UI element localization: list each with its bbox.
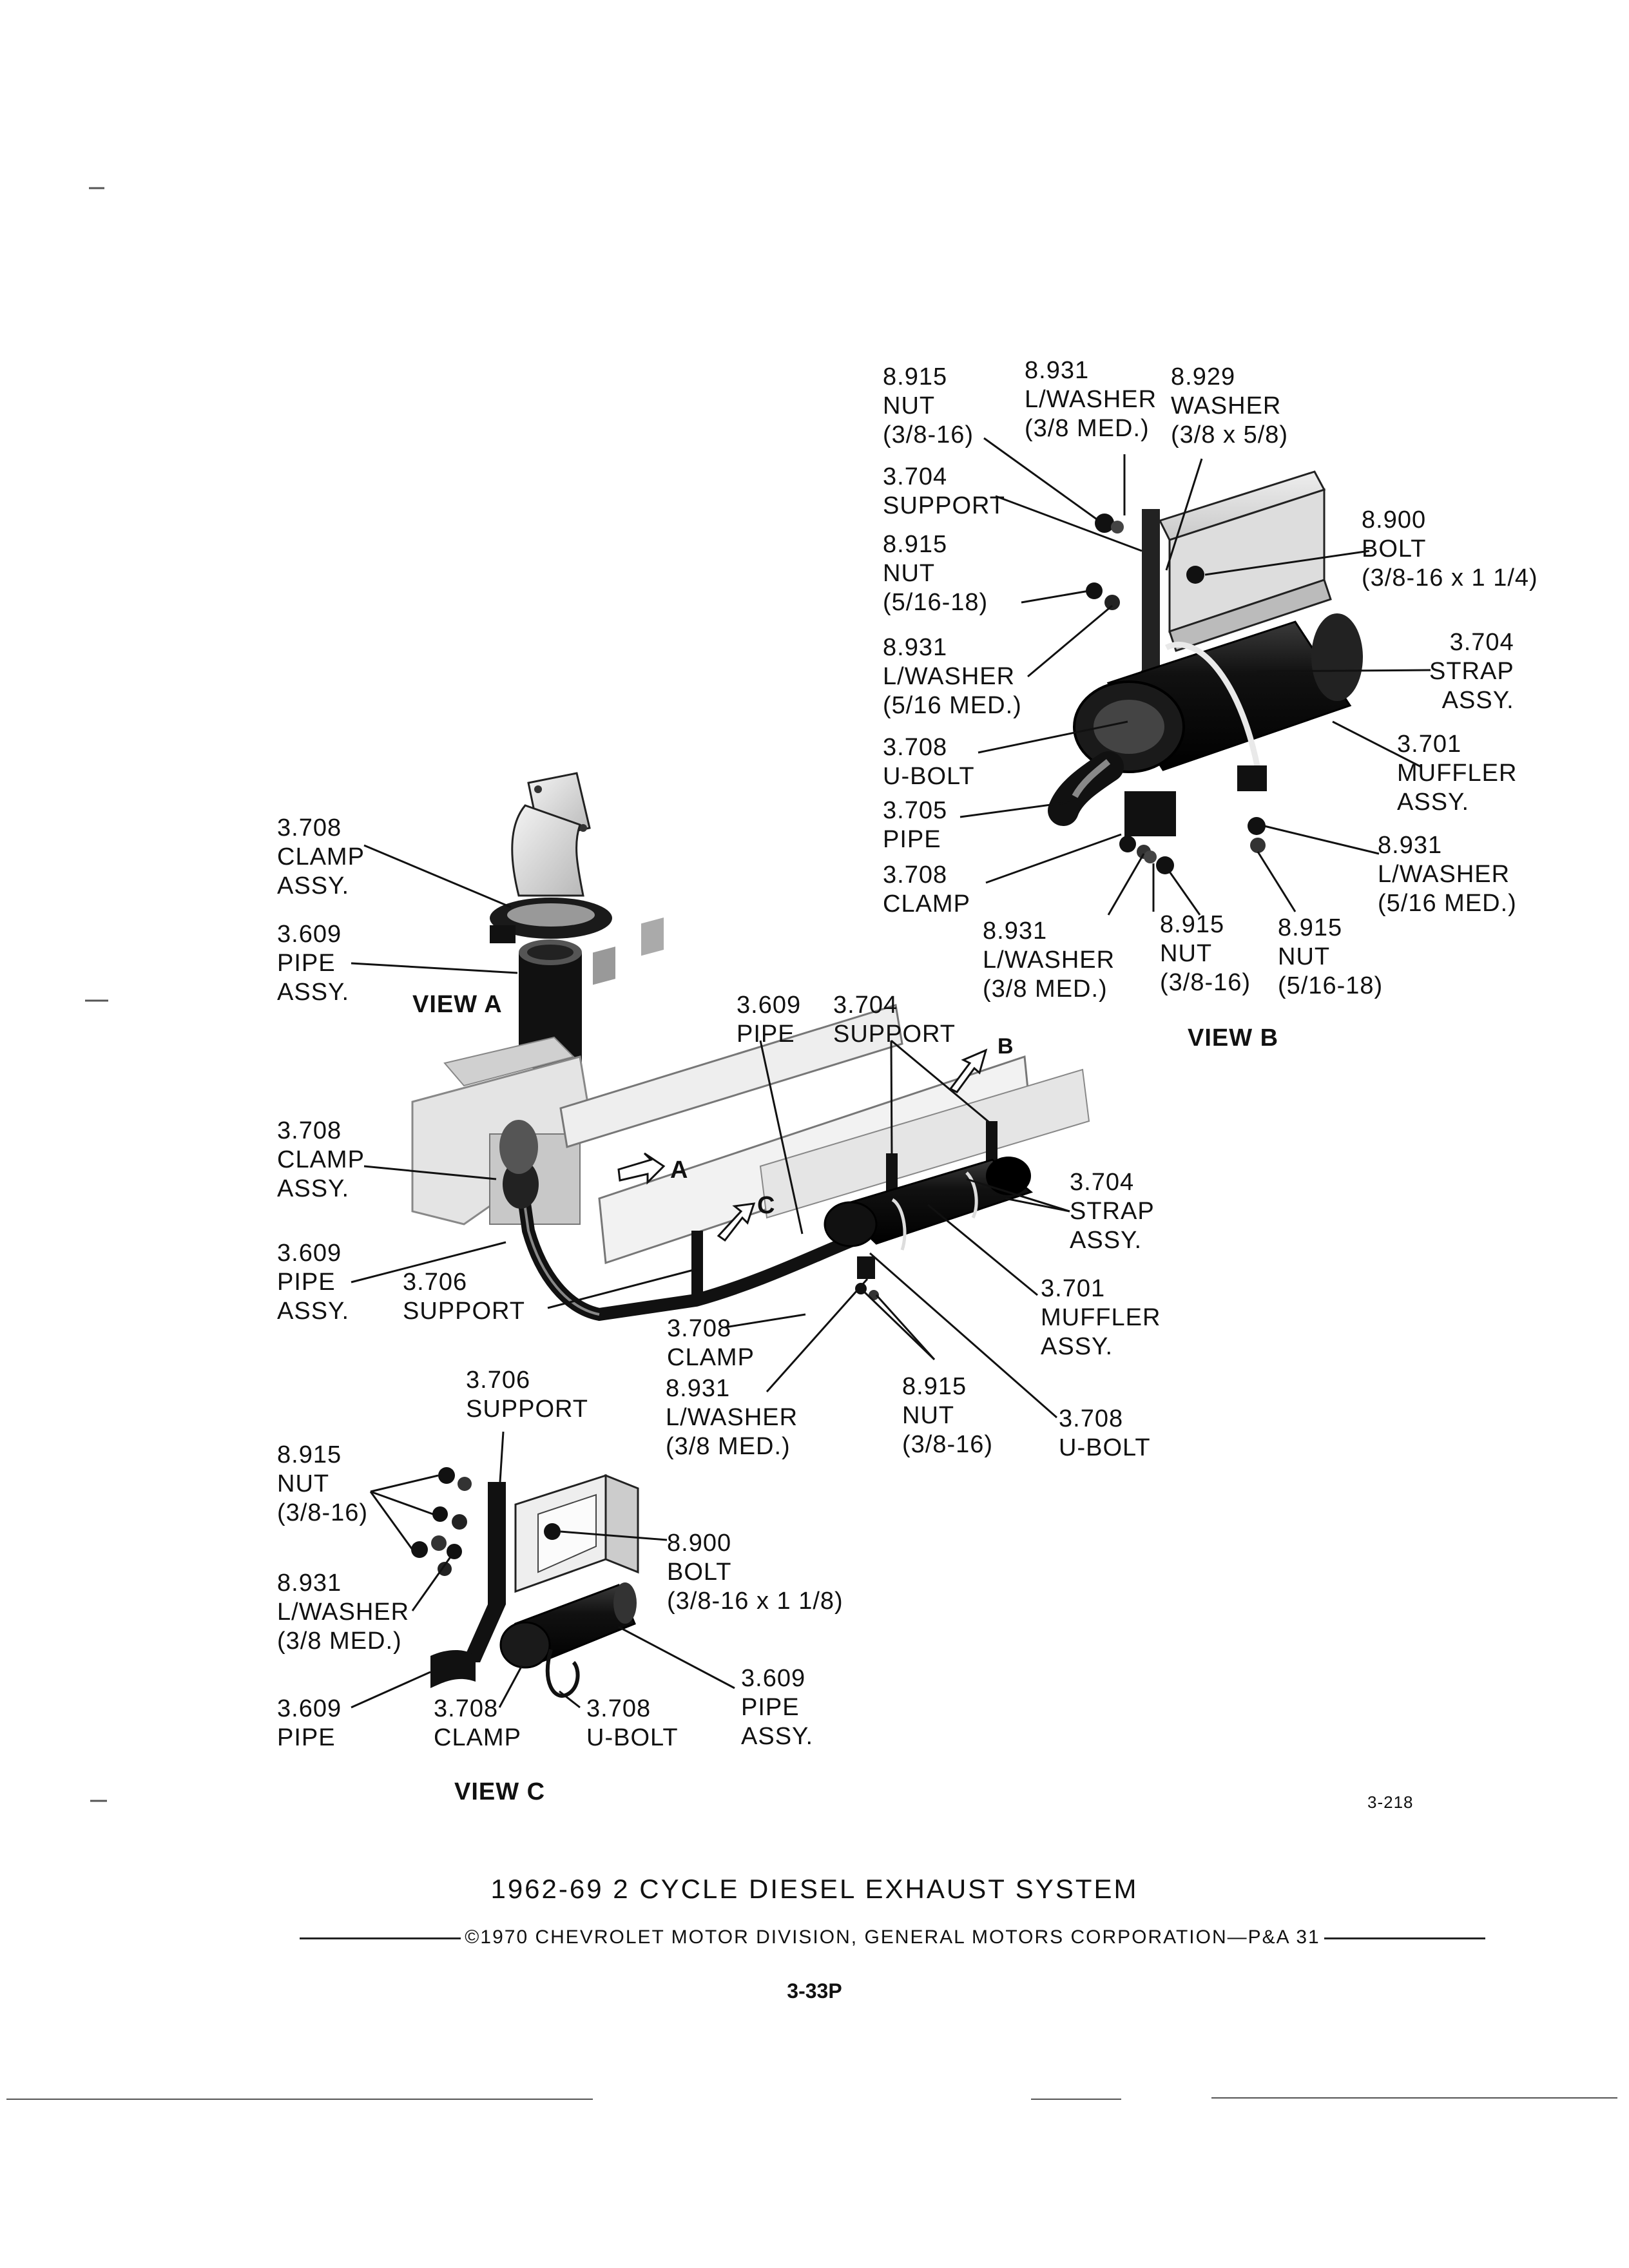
view-c-illustration xyxy=(411,1467,639,1698)
view-a-illustration xyxy=(490,772,612,1068)
ref-letter-c: C xyxy=(757,1192,775,1219)
view-b-illustration xyxy=(1048,470,1363,874)
leader-lines xyxy=(351,437,1431,1709)
view-c-title: VIEW C xyxy=(454,1778,546,1805)
page-title: 1962-69 2 CYCLE DIESEL EXHAUST SYSTEM xyxy=(490,1874,1139,1904)
page-number: 3-33P xyxy=(787,1979,842,2003)
view-a-title: VIEW A xyxy=(412,991,503,1018)
ref-letter-a: A xyxy=(670,1157,688,1184)
scan-marks xyxy=(6,187,1617,2100)
figure-id: 3-218 xyxy=(1367,1792,1414,1812)
main-view-illustration xyxy=(411,918,1090,1321)
copyright-line: ©1970 CHEVROLET MOTOR DIVISION, GENERAL … xyxy=(271,1927,1514,1948)
ref-letter-b: B xyxy=(998,1034,1014,1059)
copyright-text: ©1970 CHEVROLET MOTOR DIVISION, GENERAL … xyxy=(465,1927,1320,1948)
view-b-title: VIEW B xyxy=(1188,1024,1279,1052)
